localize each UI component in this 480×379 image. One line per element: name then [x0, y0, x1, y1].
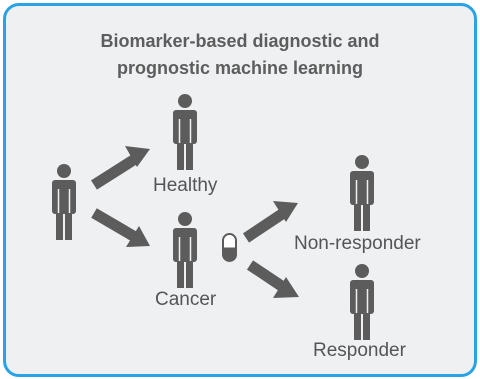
label-cancer: Cancer	[155, 289, 217, 310]
card-frame	[3, 3, 477, 377]
arrow-icon-to-healthy	[91, 146, 150, 190]
person-icon-cancer	[172, 211, 198, 289]
person-icon-patient	[51, 163, 77, 241]
arrow-icon-to-responder	[246, 260, 299, 298]
title-line-1: Biomarker-based diagnostic and	[100, 31, 380, 51]
label-non-responder: Non-responder	[294, 233, 421, 254]
diagram-title: Biomarker-based diagnostic and prognosti…	[3, 28, 477, 82]
pill-capsule-icon	[222, 233, 237, 262]
person-icon-non-responder	[349, 154, 375, 232]
title-line-2: prognostic machine learning	[116, 58, 364, 78]
arrow-icon-to-cancer	[91, 208, 150, 247]
person-icon-healthy	[172, 93, 198, 171]
label-healthy: Healthy	[153, 175, 218, 196]
label-responder: Responder	[313, 340, 406, 361]
person-icon-responder	[349, 263, 375, 341]
arrow-icon-to-non-responder	[242, 201, 298, 243]
